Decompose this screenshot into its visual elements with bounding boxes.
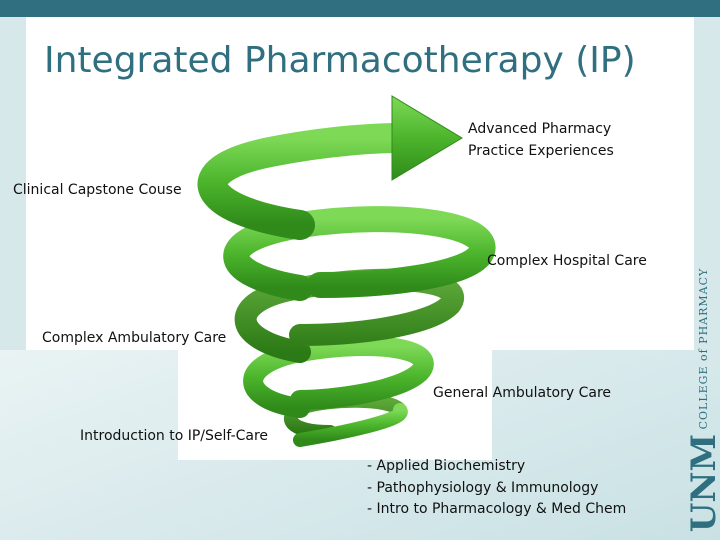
label-complex-hospital: Complex Hospital Care — [487, 253, 647, 269]
unm-pharmacy-logo: UNM COLLEGE of PHARMACY — [684, 268, 720, 533]
prerequisite-item: - Applied Biochemistry — [367, 458, 526, 474]
label-advanced-pharmacy: Advanced Pharmacy Practice Experiences — [468, 118, 614, 162]
prerequisite-item: - Intro to Pharmacology & Med Chem — [367, 501, 627, 517]
logo-unm: UNM — [684, 433, 720, 533]
slide-title: Integrated Pharmacotherapy (IP) — [44, 40, 636, 81]
prerequisite-item: - Pathophysiology & Immunology — [367, 479, 599, 496]
label-complex-ambulatory: Complex Ambulatory Care — [42, 330, 227, 346]
label-general-ambulatory: General Ambulatory Care — [433, 385, 612, 401]
label-advanced-line2: Practice Experiences — [468, 143, 614, 159]
prerequisite-list: - Applied Biochemistry - Pathophysiology… — [367, 456, 626, 521]
label-intro-ip: Introduction to IP/Self-Care — [80, 428, 269, 444]
label-advanced-line1: Advanced Pharmacy — [468, 121, 612, 137]
top-banner — [0, 0, 720, 17]
logo-subtitle: COLLEGE of PHARMACY — [697, 267, 710, 430]
label-clinical-capstone: Clinical Capstone Couse — [13, 182, 182, 198]
